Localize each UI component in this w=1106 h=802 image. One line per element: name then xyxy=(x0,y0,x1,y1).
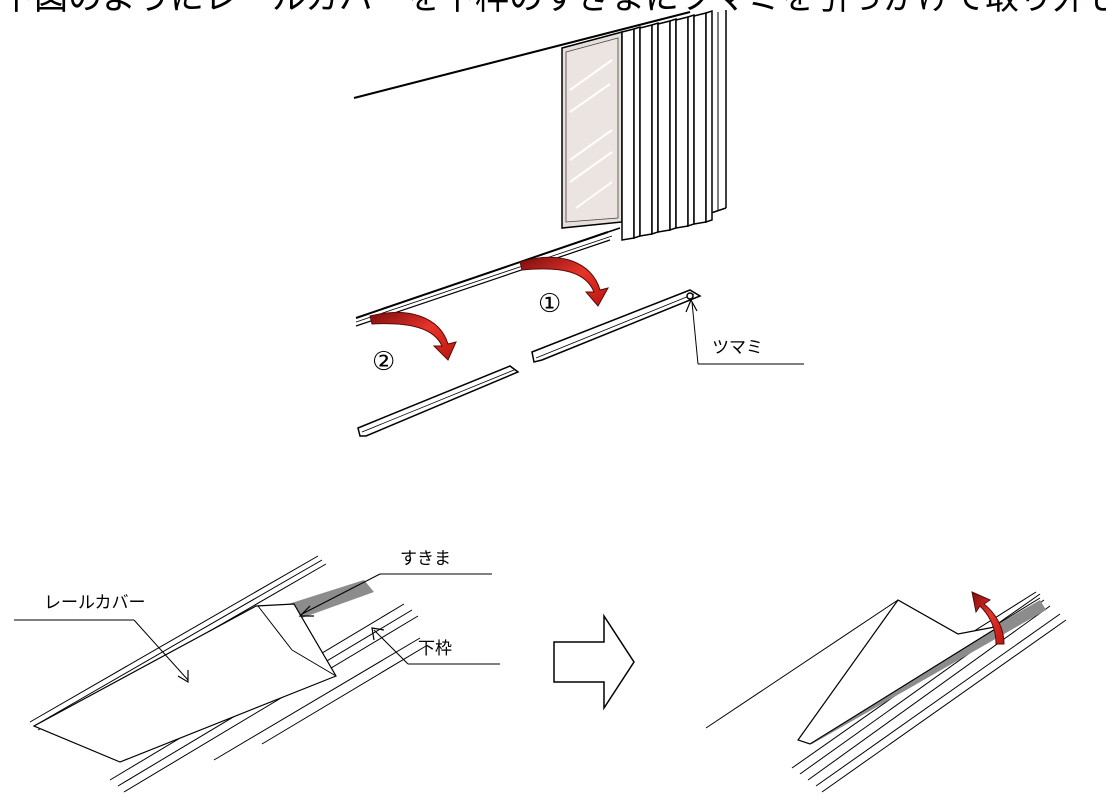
red-arrow-step-2 xyxy=(369,312,457,361)
rail-cover-label: レールカバー xyxy=(44,593,146,613)
door-assembly-illustration: ① ② ツマミ xyxy=(353,9,804,437)
red-arrow-step-1 xyxy=(519,256,609,307)
rail-cover-piece-1 xyxy=(531,289,702,363)
lifted-rail-cover xyxy=(797,599,1001,745)
bottom-frame-rail xyxy=(355,227,621,327)
rail-cover-installed-detail: すきま レールカバー 下枠 xyxy=(14,549,500,793)
step-1-number: ① xyxy=(538,289,561,319)
sukima-label: すきま xyxy=(400,549,451,569)
instruction-header: 下図のようにレールカバーを下枠のすきまにツマミを引っかけて取り外します。 xyxy=(0,0,1106,18)
red-lift-arrow xyxy=(971,591,1005,645)
glass-panel xyxy=(561,31,623,229)
rail-cover-lifted-detail xyxy=(705,591,1067,793)
wall-top-line xyxy=(353,11,691,99)
step-2-number: ② xyxy=(372,347,395,377)
folding-door-panels xyxy=(621,9,713,241)
rail-cover-callout xyxy=(14,619,189,684)
shitawaku-callout xyxy=(371,627,500,665)
outline-right-arrow-icon xyxy=(553,613,635,711)
shitawaku-label: 下枠 xyxy=(418,639,452,659)
gap-strip xyxy=(282,580,374,620)
sukima-callout xyxy=(298,573,492,617)
tsumami-label: ツマミ xyxy=(712,338,763,358)
tsumami-callout xyxy=(685,298,804,365)
rail-cover-piece-2 xyxy=(357,365,520,437)
rail-cover-shape xyxy=(32,603,337,763)
